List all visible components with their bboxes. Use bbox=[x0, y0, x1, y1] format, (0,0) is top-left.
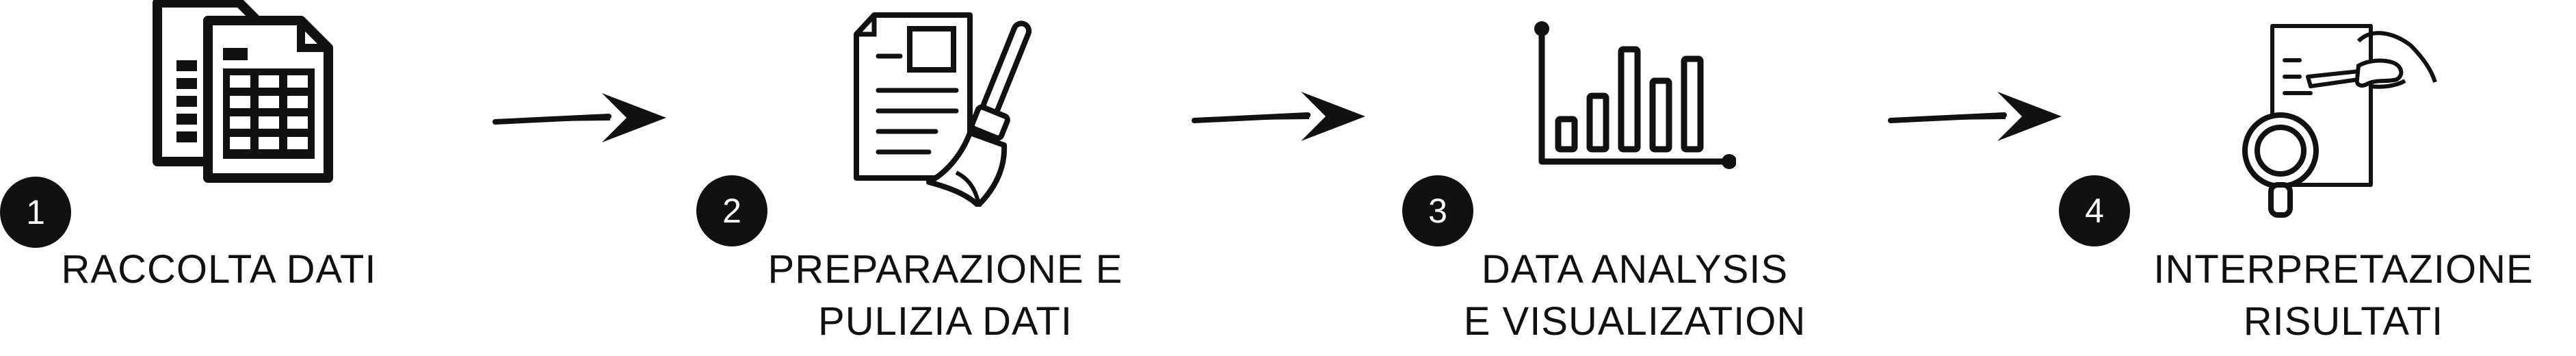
step-label-line: PULIZIA DATI bbox=[818, 299, 1073, 344]
step-number-badge: 1 bbox=[0, 177, 71, 248]
step-label: PREPARAZIONE E PULIZIA DATI bbox=[740, 244, 1151, 348]
step-number: 3 bbox=[1428, 192, 1447, 230]
step-label-line: PREPARAZIONE E bbox=[767, 247, 1123, 292]
step-number: 2 bbox=[722, 192, 741, 230]
step-label-line: RACCOLTA DATI bbox=[61, 247, 377, 292]
step-number: 1 bbox=[26, 193, 45, 231]
document-broom-icon bbox=[847, 8, 1045, 207]
step-label-line: RISULTATI bbox=[2243, 299, 2444, 344]
arrow-right-icon bbox=[492, 84, 670, 152]
step-label: INTERPRETAZIONE RISULTATI bbox=[2138, 244, 2549, 348]
step-label-line: INTERPRETAZIONE bbox=[2153, 247, 2534, 292]
step-number-badge: 3 bbox=[1402, 175, 1473, 246]
arrow-right-icon bbox=[1888, 82, 2066, 151]
step-number-badge: 2 bbox=[696, 175, 767, 246]
bar-chart-icon bbox=[1531, 19, 1736, 174]
spreadsheet-files-icon bbox=[149, 0, 341, 183]
step-number: 4 bbox=[2085, 192, 2104, 230]
hand-writing-magnifier-icon bbox=[2242, 21, 2441, 223]
step-number-badge: 4 bbox=[2059, 175, 2130, 246]
step-label-line: DATA ANALYSIS bbox=[1481, 247, 1789, 292]
step-label: DATA ANALYSIS E VISUALIZATION bbox=[1443, 244, 1826, 348]
step-label: RACCOLTA DATI bbox=[48, 244, 390, 296]
step-label-line: E VISUALIZATION bbox=[1463, 299, 1806, 344]
arrow-right-icon bbox=[1192, 82, 1369, 151]
